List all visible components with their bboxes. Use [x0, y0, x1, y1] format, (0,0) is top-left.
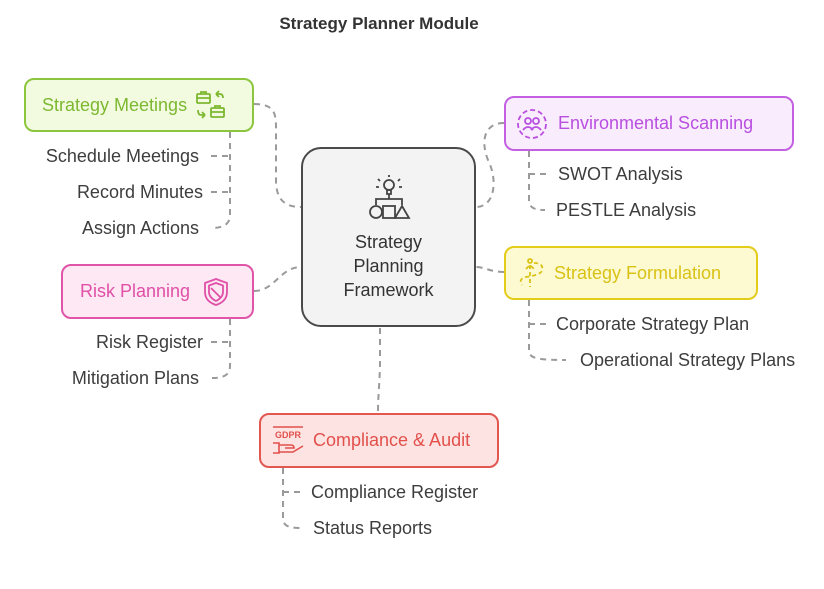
lightbulb-hierarchy-icon — [368, 175, 411, 219]
node-strategy-formulation[interactable]: Strategy Formulation — [504, 246, 758, 300]
sub-item: Record Minutes — [76, 182, 203, 202]
sub-item: Compliance Register — [311, 482, 479, 502]
sub-item: Assign Actions — [81, 218, 199, 238]
diagram-title: Strategy Planner Module — [279, 14, 479, 33]
node-environmental-scanning[interactable]: Environmental Scanning — [504, 96, 794, 151]
center-label-line: Framework — [343, 280, 434, 300]
sub-item: Risk Register — [95, 332, 203, 352]
node-label: Environmental Scanning — [558, 113, 754, 133]
sub-item: Schedule Meetings — [45, 146, 199, 166]
center-label-line: Strategy — [354, 232, 423, 252]
sub-item: Mitigation Plans — [71, 368, 199, 388]
people-circle-icon — [517, 108, 547, 139]
node-strategy-meetings[interactable]: Strategy Meetings — [24, 78, 254, 132]
path-arrow-icon — [519, 258, 544, 287]
sub-item: Status Reports — [313, 518, 433, 538]
node-label: Compliance & Audit — [313, 430, 471, 450]
node-label: Risk Planning — [80, 281, 191, 301]
briefcase-exchange-icon — [196, 90, 225, 119]
node-label: Strategy Meetings — [42, 94, 188, 115]
sub-item: Corporate Strategy Plan — [556, 314, 750, 334]
sub-item: PESTLE Analysis — [556, 200, 697, 220]
node-label: Strategy Formulation — [554, 262, 722, 283]
center-node[interactable]: Strategy Planning Framework — [301, 147, 476, 327]
node-compliance-audit[interactable]: GDPR Compliance & Audit — [259, 413, 499, 468]
sub-item: SWOT Analysis — [558, 164, 683, 184]
center-label-line: Planning — [353, 256, 424, 276]
node-risk-planning[interactable]: Risk Planning — [61, 264, 254, 319]
gdpr-icon-text: GDPR — [275, 430, 302, 440]
gdpr-hand-icon: GDPR — [273, 425, 304, 454]
shield-icon — [204, 277, 228, 306]
sub-item: Operational Strategy Plans — [580, 350, 796, 370]
